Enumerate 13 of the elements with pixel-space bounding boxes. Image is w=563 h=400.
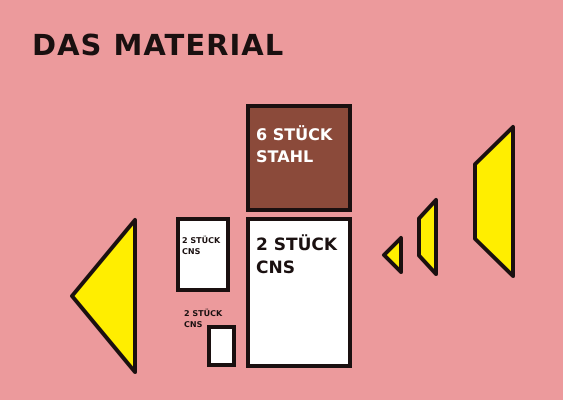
material-box [246,217,352,368]
triangle-shape [382,236,403,274]
material-box [246,104,352,212]
box-label: 2 STÜCK CNS [256,234,338,280]
box-label: 2 STÜCK CNS [182,236,222,258]
box-label: 6 STÜCK STAHL [256,124,334,168]
title: DAS MATERIAL [32,28,284,62]
material-box [176,217,230,292]
trapezoid-shape [473,125,515,278]
triangle-shape [70,218,137,374]
box-label: 2 STÜCK CNS [184,309,224,331]
trapezoid-shape [417,198,438,276]
material-box [207,325,236,367]
